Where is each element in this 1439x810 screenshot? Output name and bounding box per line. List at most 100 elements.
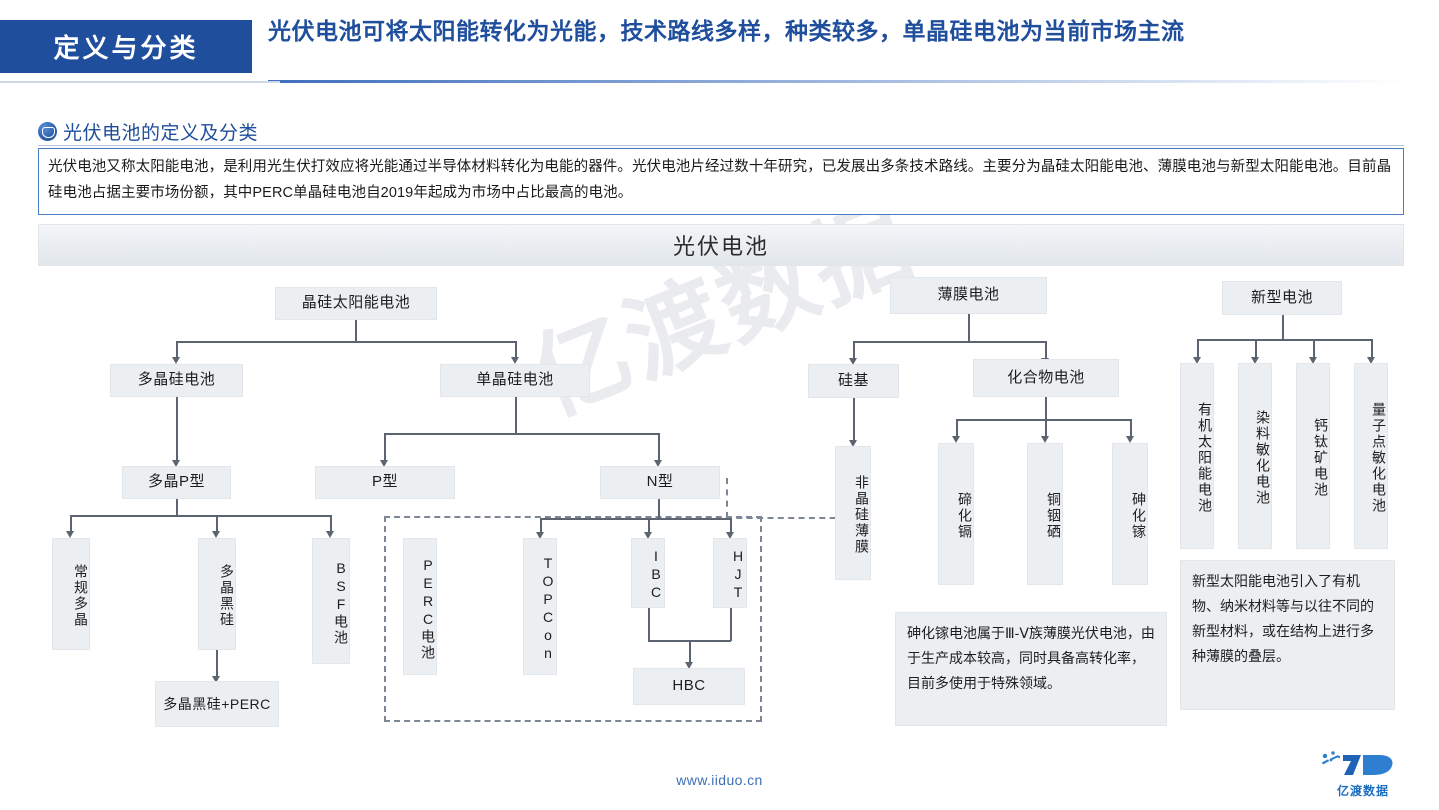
arrow-head (1125, 436, 1134, 443)
arrow-head (171, 460, 180, 467)
connector (1045, 397, 1047, 420)
arrow-head (848, 358, 857, 365)
connector (658, 499, 660, 519)
connector (176, 397, 178, 460)
header-divider (268, 80, 1408, 83)
arrow-head (1250, 357, 1259, 364)
connector (1371, 339, 1373, 357)
node-poly-black-silicon-perc: 多晶黑硅+PERC (155, 681, 279, 727)
arrow-head (510, 357, 519, 364)
section-title: 光伏电池的定义及分类 (63, 123, 259, 144)
intro-paragraph-text: 光伏电池又称太阳能电池，是利用光生伏打效应将光能通过半导体材料转化为电能的器件。… (48, 159, 1392, 201)
arrow-head (951, 436, 960, 443)
dashed-connector-vertical (726, 478, 728, 518)
connector (176, 341, 516, 343)
connector (216, 515, 218, 531)
connector (853, 398, 855, 440)
intro-paragraph-box: 光伏电池又称太阳能电池，是利用光生伏打效应将光能通过半导体材料转化为电能的器件。… (38, 148, 1404, 215)
node-silicon-based: 硅基 (808, 364, 899, 398)
connector (1282, 315, 1284, 340)
note-gallium-arsenide: 砷化镓电池属于Ⅲ-Ⅴ族薄膜光伏电池，由于生产成本较高，同时具备高转化率，目前多使… (895, 612, 1167, 726)
diagram-root-banner: 光伏电池 (38, 224, 1404, 266)
logo-text: 亿渡数据 (1336, 784, 1389, 798)
yd-logo-icon (1321, 751, 1393, 775)
connector (384, 433, 386, 460)
connector (1045, 341, 1047, 358)
brand-logo: 亿渡数据 (1309, 748, 1417, 800)
connector (384, 433, 659, 435)
arrow-head (725, 532, 734, 539)
connector (853, 341, 1045, 343)
node-gallium-arsenide: 砷化镓 (1112, 443, 1148, 585)
node-cadmium-telluride: 碲化镉 (938, 443, 974, 585)
connector (330, 515, 332, 531)
arrow-head (1192, 357, 1201, 364)
node-perc-cell: PERC电池 (403, 538, 437, 675)
node-p-type: P型 (315, 466, 455, 499)
note-new-type-cells: 新型太阳能电池引入了有机物、纳米材料等与以往不同的新型材料，或在结构上进行多种薄… (1180, 560, 1395, 710)
node-compound-cell: 化合物电池 (973, 359, 1119, 397)
connector (730, 608, 732, 641)
connector (515, 341, 517, 357)
node-topcon: TOPCon (523, 538, 557, 675)
connector (648, 608, 650, 641)
connector (540, 518, 730, 520)
connector (1255, 339, 1257, 357)
node-polysilicon-cell: 多晶硅电池 (110, 364, 243, 397)
connector (1197, 339, 1199, 357)
connector (1045, 419, 1047, 436)
node-perovskite-cell: 钙钛矿电池 (1296, 363, 1330, 549)
arrow-head (379, 460, 388, 467)
arrow-head (653, 460, 662, 467)
connector (515, 397, 517, 434)
connector (1197, 339, 1372, 341)
arrow-head (535, 532, 544, 539)
node-thin-film-cell: 薄膜电池 (890, 277, 1047, 314)
arrow-head (325, 531, 334, 538)
node-crystalline-silicon: 晶硅太阳能电池 (275, 287, 437, 320)
connector (216, 650, 218, 676)
connector (853, 341, 855, 358)
header-category-tab: 定义与分类 (0, 20, 252, 73)
connector (1313, 339, 1315, 357)
arrow-head (684, 662, 693, 669)
node-n-type: N型 (600, 466, 720, 499)
connector (70, 515, 72, 531)
connector (648, 518, 650, 532)
connector (540, 518, 542, 532)
node-amorphous-silicon-film: 非晶硅薄膜 (835, 446, 871, 580)
arrow-head (848, 440, 857, 447)
node-bsf-cell: BSF电池 (312, 538, 350, 664)
arrow-head (211, 676, 220, 683)
footer-url[interactable]: www.iiduo.cn (676, 772, 763, 788)
globe-badge-icon (38, 122, 57, 141)
node-new-type-cell: 新型电池 (1222, 281, 1342, 315)
node-cigs: 铜铟硒 (1027, 443, 1063, 585)
connector (1130, 419, 1132, 436)
arrow-head (643, 532, 652, 539)
node-poly-p-type: 多晶P型 (122, 466, 231, 499)
node-hbc: HBC (633, 668, 745, 705)
arrow-head (171, 357, 180, 364)
node-organic-pv-cell: 有机太阳能电池 (1180, 363, 1214, 549)
node-conventional-poly: 常规多晶 (52, 538, 90, 650)
node-poly-black-silicon: 多晶黑硅 (198, 538, 236, 650)
connector (355, 320, 357, 342)
connector (730, 518, 732, 532)
connector (658, 433, 660, 460)
arrow-head (211, 531, 220, 538)
node-dye-sensitized-cell: 染料敏化电池 (1238, 363, 1272, 549)
node-hjt: HJT (713, 538, 747, 608)
dashed-connector-horizontal (726, 517, 846, 519)
connector (968, 314, 970, 342)
arrow-head (1308, 357, 1317, 364)
arrow-head (1366, 357, 1375, 364)
n-type-technology-group-box (384, 516, 762, 722)
node-quantum-dot-cell: 量子点敏化电池 (1354, 363, 1388, 549)
connector (176, 341, 178, 357)
arrow-head (1040, 436, 1049, 443)
page-title: 光伏电池可将太阳能转化为光能，技术路线多样，种类较多，单晶硅电池为当前市场主流 (268, 18, 1185, 44)
header-divider-left (0, 81, 280, 83)
section-heading-row: 光伏电池的定义及分类 (38, 118, 1404, 146)
